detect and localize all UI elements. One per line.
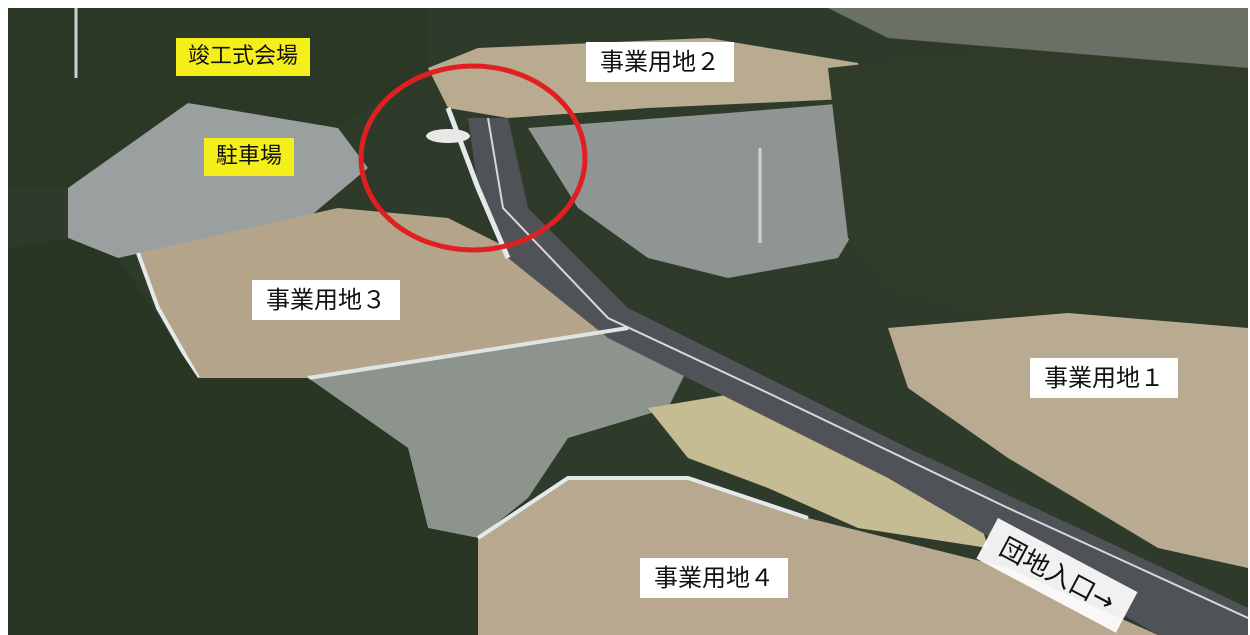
road-center-line	[487, 117, 1248, 619]
venue-highlight-circle	[358, 63, 588, 253]
aerial-photo: 竣工式会場 駐車場 事業用地２ 事業用地３ 事業用地１ 事業用地４ 団地入口→	[8, 8, 1248, 635]
aerial-scene	[8, 8, 1248, 635]
ceremony-venue-label: 竣工式会場	[176, 38, 311, 76]
distant-area	[828, 8, 1248, 68]
lot-2-label: 事業用地２	[586, 42, 734, 82]
forest-top-left	[8, 8, 428, 188]
forest-left	[8, 238, 478, 635]
grass-slope	[648, 388, 988, 548]
retaining-edge-4	[476, 476, 809, 540]
retaining-edge-3	[307, 326, 629, 380]
lot-3-label: 事業用地３	[252, 280, 400, 320]
terraced-slope-center	[528, 103, 868, 278]
parking-label: 駐車場	[204, 138, 295, 176]
parking-marker	[426, 129, 470, 143]
lot-4-label: 事業用地４	[640, 558, 788, 598]
retaining-edge-1	[136, 252, 200, 379]
lot-1-label: 事業用地１	[1030, 358, 1178, 398]
terraced-slope-lower	[308, 328, 688, 538]
forest-right	[828, 48, 1248, 338]
